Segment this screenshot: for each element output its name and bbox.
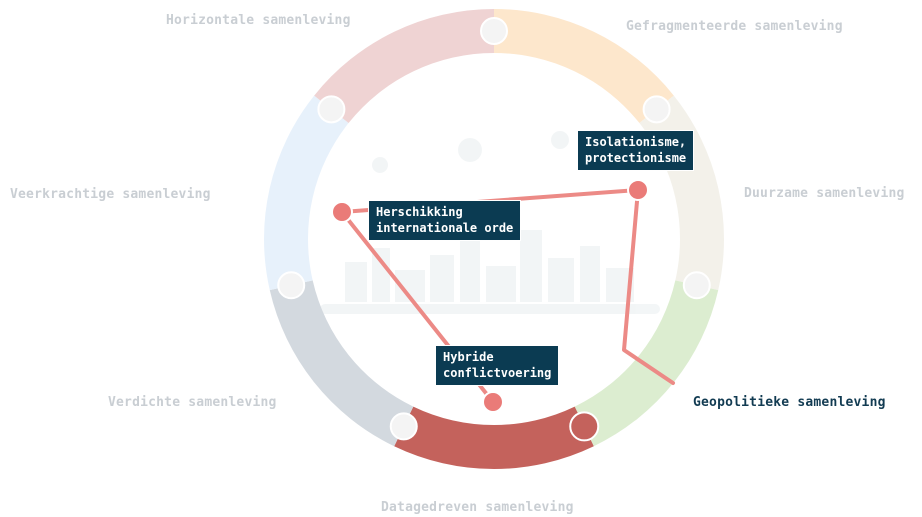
segment-markers — [277, 17, 711, 442]
label-horizontale: Horizontale samenleving — [166, 13, 351, 28]
path-points — [331, 179, 649, 413]
label-veerkrachtige: Veerkrachtige samenleving — [10, 187, 211, 202]
ring-segment[interactable] — [639, 95, 724, 291]
segment-marker[interactable] — [682, 271, 711, 300]
ring-segment[interactable] — [494, 9, 674, 124]
callout-reorder: Herschikking internationale orde — [368, 200, 522, 241]
ring-segment[interactable] — [264, 95, 349, 291]
label-datagedreven: Datagedreven samenleving — [381, 500, 574, 515]
callout-hybrid: Hybride conflictvoering — [435, 345, 560, 386]
segment-marker[interactable] — [480, 17, 508, 45]
segment-marker[interactable] — [389, 412, 418, 441]
label-verdichte: Verdichte samenleving — [108, 395, 277, 410]
label-duurzame: Duurzame samenleving — [744, 186, 905, 201]
segment-marker[interactable] — [277, 271, 306, 300]
callout-isolationism: Isolationisme, protectionisme — [577, 130, 695, 171]
ring-segment[interactable] — [394, 406, 594, 469]
segment-marker[interactable] — [642, 95, 671, 124]
label-geopolitieke[interactable]: Geopolitieke samenleving — [693, 395, 886, 410]
ring-segment[interactable] — [314, 9, 494, 124]
ring-segment[interactable] — [269, 280, 414, 447]
point-isolationism — [627, 179, 649, 201]
point-reorder — [331, 201, 353, 223]
label-gefragmenteerde: Gefragmenteerde samenleving — [626, 19, 843, 34]
point-hybrid — [482, 391, 504, 413]
segment-marker[interactable] — [569, 411, 600, 442]
segment-marker[interactable] — [317, 95, 346, 124]
